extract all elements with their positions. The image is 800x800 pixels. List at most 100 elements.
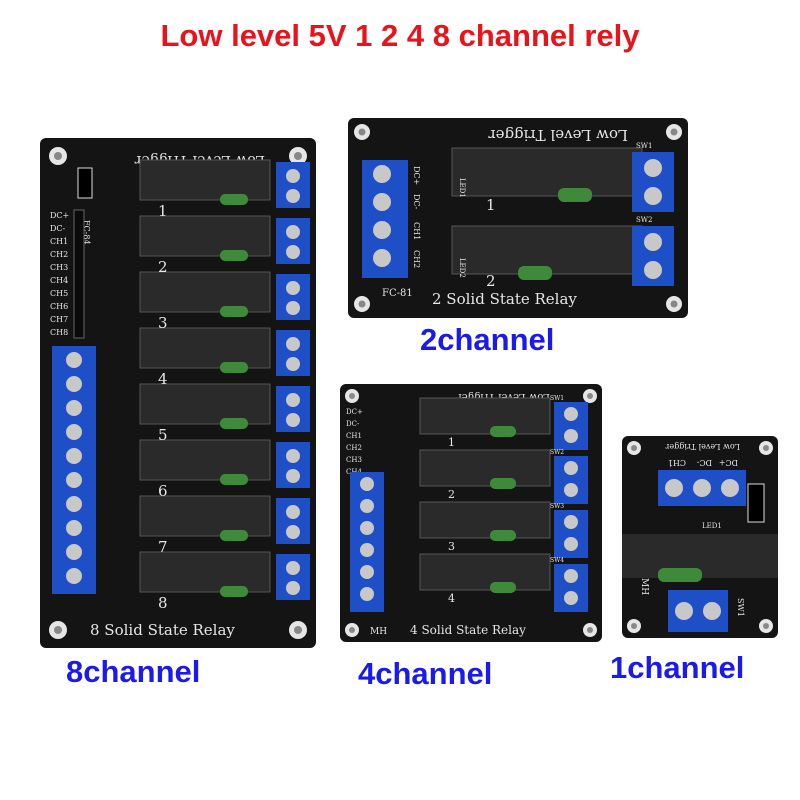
relay-channel-1 [139, 159, 271, 201]
pin-label: DC- [50, 224, 66, 233]
terminal-screw [286, 281, 300, 295]
terminal-screw [66, 376, 82, 392]
relay-channel-3 [139, 271, 271, 313]
channel-number: 3 [158, 314, 168, 332]
input-pin-labels: DC+ DC- CH1 CH2 [412, 166, 421, 268]
channel-number: 2 [486, 272, 496, 290]
relay-channel-3 [419, 501, 551, 541]
pin-label: CH2 [412, 250, 421, 268]
fuse-6 [220, 474, 248, 485]
input-terminal-block [350, 472, 384, 612]
jumper [747, 483, 765, 523]
pin-label: CH1 [50, 237, 68, 246]
output-terminal [668, 590, 728, 632]
board-1-channel: Low Level Trigger DC+ DC- CH1 LED1 MH SW… [622, 436, 778, 638]
led-label: LED1 [458, 178, 466, 198]
input-terminal-block [52, 346, 96, 594]
board-4-channel: Low Level Trigger DC+ DC- CH1 CH2 CH3 CH… [340, 384, 602, 642]
terminal-screw [286, 245, 300, 259]
board-2-channel: Low Level Trigger DC+ DC- CH1 CH2 FC-81 … [348, 118, 688, 318]
mark-label: MH [639, 578, 649, 595]
fuse-8 [220, 586, 248, 597]
header-pin-labels: DC+ DC- CH1 CH2 CH3 CH4 CH5 CH6 CH7 CH8 [50, 211, 69, 337]
terminal-screw [286, 393, 300, 407]
switch-label: SW4 [550, 557, 564, 564]
pin-label: CH7 [50, 315, 68, 324]
footer-label: 2 Solid State Relay [432, 290, 577, 308]
terminal-screw [286, 189, 300, 203]
channel-number: 3 [448, 540, 455, 553]
input-terminal-block [658, 470, 746, 506]
pin-label: DC- [346, 420, 360, 428]
terminal-screw [286, 505, 300, 519]
terminal-screw [66, 424, 82, 440]
pin-label: DC+ [412, 166, 421, 185]
caption-1channel: 1channel [610, 650, 745, 685]
switch-label: SW2 [550, 449, 564, 456]
switch-label: SW1 [636, 142, 652, 150]
pin-label: CH2 [50, 250, 68, 259]
pin-label: DC- [696, 458, 712, 467]
relay-channel-1 [451, 147, 643, 202]
terminal-screw [286, 561, 300, 575]
pin-label: CH2 [346, 444, 362, 452]
terminal-screw [66, 472, 82, 488]
terminal-screw [286, 301, 300, 315]
pin-labels: DC+ DC- CH1 [668, 458, 738, 467]
terminal-screw [66, 520, 82, 536]
channel-numbers: 1 2 [486, 196, 496, 290]
led-label: LED2 [458, 258, 466, 278]
pin-label: CH1 [346, 432, 362, 440]
trigger-label: Low Level Trigger [488, 126, 628, 144]
pin-label: CH3 [50, 263, 68, 272]
output-terminal-1 [554, 402, 588, 450]
fuse-3 [220, 306, 248, 317]
terminal-screw [66, 352, 82, 368]
switch-label: SW3 [550, 503, 564, 510]
output-terminal-2 [632, 226, 674, 286]
channel-number: 6 [158, 482, 168, 500]
relay-channel-4 [139, 327, 271, 369]
channel-numbers: 1 2 3 4 [448, 436, 455, 605]
relay-rows [139, 159, 310, 600]
fuse-1 [220, 194, 248, 205]
channel-number: 1 [158, 202, 168, 220]
terminal-screw [66, 400, 82, 416]
pin-label: DC+ [719, 458, 738, 467]
led-label: LED1 [702, 522, 722, 530]
terminal-screw [286, 169, 300, 183]
channel-number: 1 [486, 196, 496, 214]
fuse-5 [220, 418, 248, 429]
footer-label: 8 Solid State Relay [90, 621, 235, 639]
relay-channel-4 [419, 553, 551, 593]
pin-label: DC+ [346, 408, 363, 416]
pin-header [73, 209, 85, 339]
channel-number: 2 [448, 488, 455, 501]
trigger-label: Low Level Trigger [457, 391, 550, 402]
relay-channel-1 [419, 397, 551, 437]
relay-body [622, 534, 778, 582]
channel-number: 7 [158, 538, 168, 556]
input-terminal-block [362, 160, 408, 278]
channel-number: 4 [448, 592, 455, 605]
pin-label: DC- [412, 194, 421, 210]
relay-channel-2 [451, 225, 643, 280]
output-terminal-1 [632, 152, 674, 212]
switch-labels: SW1 SW2 SW3 SW4 [550, 395, 564, 564]
relay-channel-5 [139, 383, 271, 425]
headline: Low level 5V 1 2 4 8 channel rely [160, 18, 640, 53]
switch-label: SW1 [550, 395, 564, 402]
pin-label: CH5 [50, 289, 68, 298]
channel-numbers: 1 2 3 4 5 6 7 8 [158, 202, 168, 612]
terminal-screw [66, 496, 82, 512]
output-terminal-4 [554, 564, 588, 612]
terminal-screw [286, 449, 300, 463]
pin-label: CH4 [50, 276, 68, 285]
terminal-screw [286, 357, 300, 371]
model-code: FC-81 [382, 288, 413, 299]
channel-number: 2 [158, 258, 168, 276]
channel-number: 8 [158, 594, 168, 612]
caption-8channel: 8channel [66, 654, 201, 689]
pin-label: CH3 [346, 456, 362, 464]
footer-label: 4 Solid State Relay [410, 623, 526, 637]
